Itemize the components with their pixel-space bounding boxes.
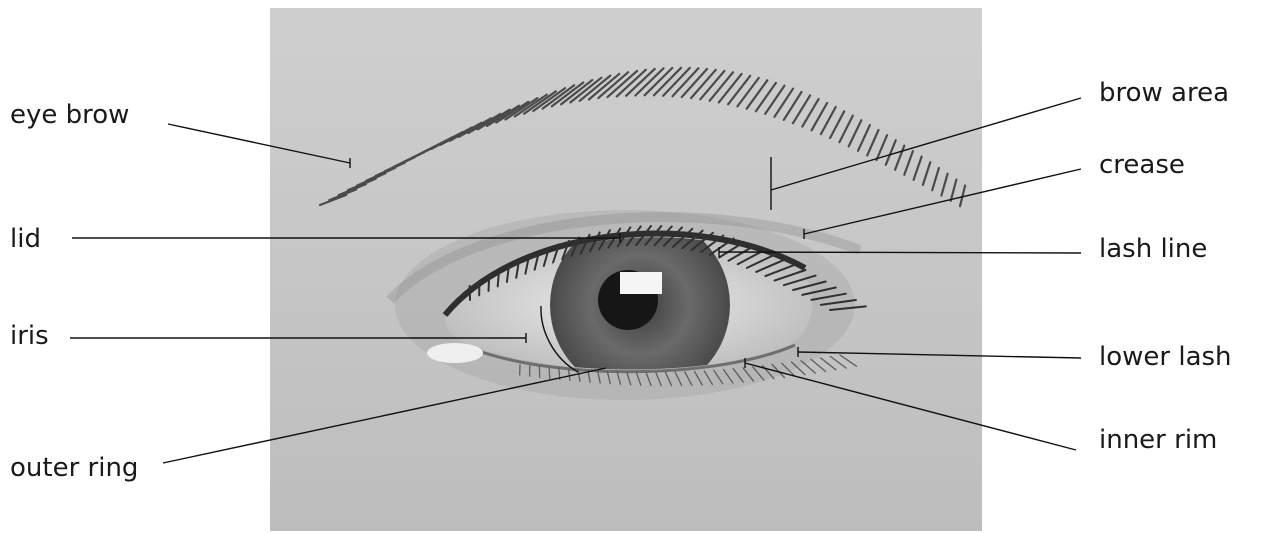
label-crease: crease [1099,152,1185,178]
tear-duct [427,343,483,363]
label-lash-line: lash line [1099,236,1207,262]
label-eye-brow: eye brow [10,102,129,128]
label-outer-ring: outer ring [10,455,138,481]
upper-lash [498,271,499,287]
catchlight [620,272,662,294]
eye-photo [270,8,982,531]
label-brow-area: brow area [1099,80,1229,106]
lower-lash [549,368,550,379]
label-inner-rim: inner rim [1099,427,1217,453]
upper-lash [489,276,490,291]
label-lower-lash: lower lash [1099,344,1232,370]
label-lid: lid [10,226,41,252]
label-iris: iris [10,323,49,349]
